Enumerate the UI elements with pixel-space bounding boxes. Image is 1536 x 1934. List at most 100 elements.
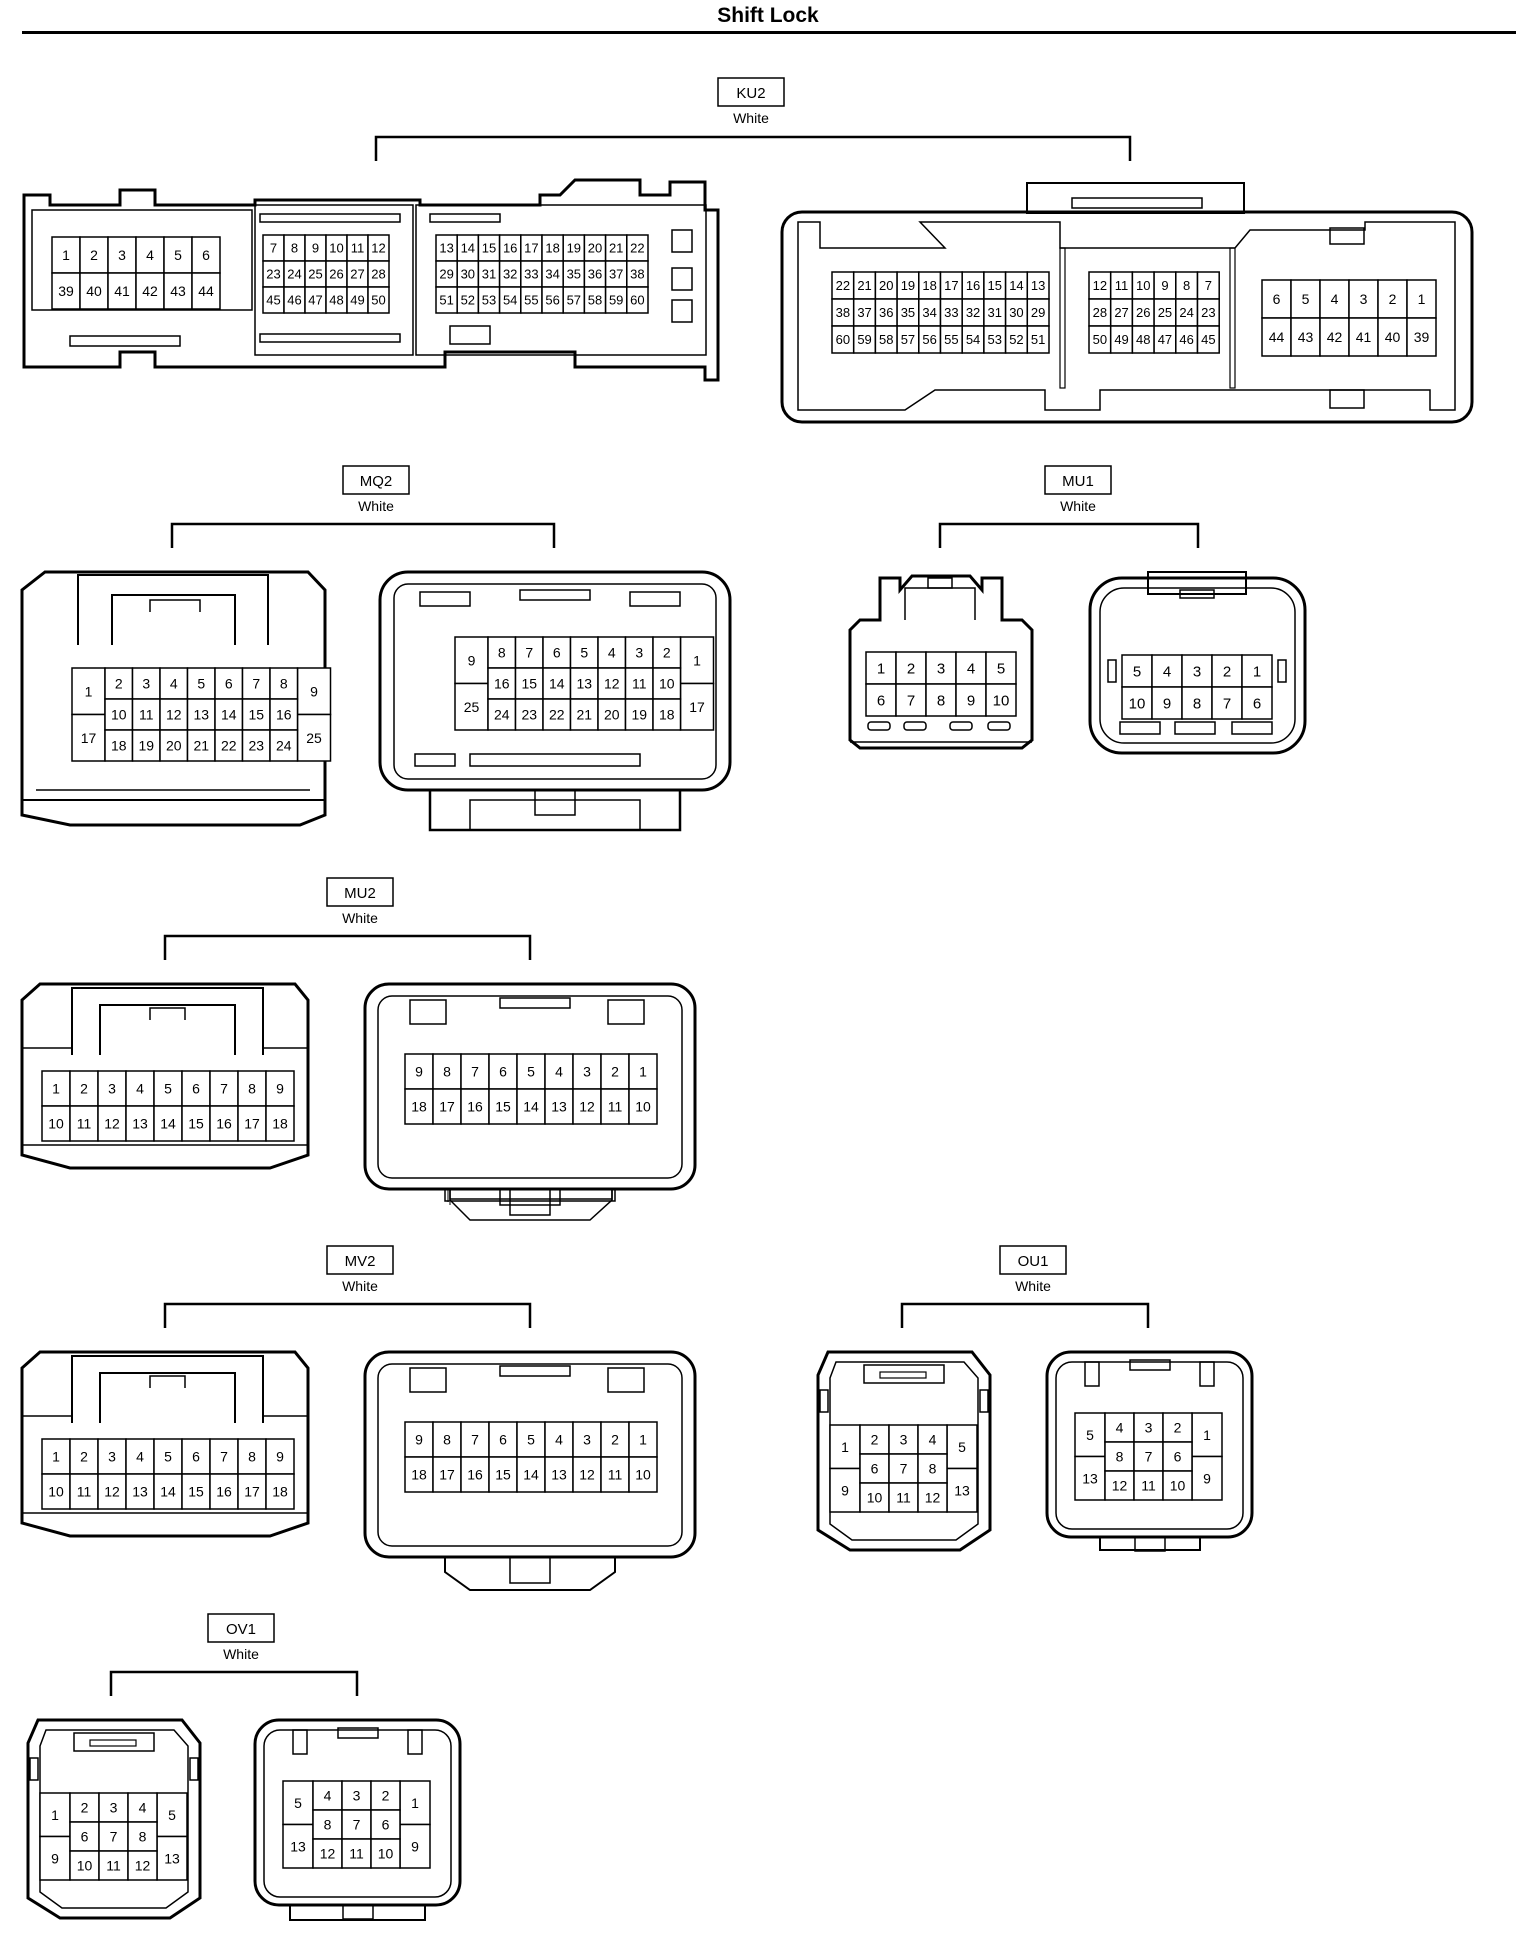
pin-cavity: [569, 698, 599, 731]
pin-number: 23: [266, 267, 280, 282]
pin-cavity: [516, 1456, 546, 1493]
pin-number: 13: [439, 241, 453, 256]
pin-cavity: [628, 1421, 658, 1458]
pin-number: 15: [188, 1116, 204, 1132]
pin-cavity: [269, 698, 299, 731]
pin-cavity: [1151, 654, 1183, 688]
pin-number: 36: [879, 305, 893, 320]
connector-color: White: [1060, 498, 1096, 514]
pin-cavity: [652, 667, 682, 700]
connector-housing: [20, 570, 327, 827]
pin-number: 9: [415, 1432, 423, 1448]
pin-number: 43: [1298, 329, 1314, 345]
pin-number: 18: [411, 1099, 427, 1115]
pin-cavity: [628, 1088, 658, 1125]
pin-cavity: [69, 1438, 99, 1475]
pin-number: 2: [90, 247, 98, 263]
pin-number: 22: [549, 707, 565, 723]
pin-number: 9: [841, 1482, 849, 1498]
pin-number: 16: [966, 278, 980, 293]
pin-number: 6: [499, 1432, 507, 1448]
connector-id: MQ2: [360, 473, 393, 490]
pin-number: 3: [118, 247, 126, 263]
pin-number: 12: [104, 1116, 120, 1132]
pin-number: 5: [197, 676, 205, 692]
pin-number: 17: [439, 1467, 455, 1483]
pin-cavity: [1261, 317, 1292, 357]
pin-number: 16: [276, 707, 292, 723]
pin-number: 16: [494, 676, 510, 692]
pin-cavity: [237, 1473, 267, 1510]
pin-number: 4: [967, 660, 975, 677]
pin-number: 4: [170, 676, 178, 692]
pin-number: 4: [555, 1064, 563, 1080]
pin-number: 6: [1273, 291, 1281, 307]
pin-cavity: [269, 729, 299, 762]
pin-number: 11: [608, 1467, 623, 1483]
pin-number: 8: [1193, 695, 1201, 712]
pin-number: 10: [1136, 278, 1150, 293]
pin-cavity: [516, 1088, 546, 1125]
pin-cavity: [917, 1482, 948, 1513]
pin-number: 15: [521, 676, 537, 692]
pin-number: 13: [551, 1099, 567, 1115]
pin-cavity: [1162, 1470, 1193, 1501]
pin-number: 45: [1201, 332, 1215, 347]
pin-number: 7: [900, 1461, 908, 1477]
pin-number: 13: [551, 1467, 567, 1483]
connector-housing: [20, 982, 310, 1170]
pin-number: 4: [555, 1432, 563, 1448]
view-bracket: [374, 135, 1132, 161]
pin-number: 13: [132, 1116, 148, 1132]
pin-number: 2: [115, 676, 123, 692]
connector-color: White: [223, 1646, 259, 1662]
pin-number: 10: [993, 692, 1010, 709]
pin-number: 6: [871, 1461, 879, 1477]
pin-number: 5: [164, 1449, 172, 1465]
pin-number: 3: [1145, 1420, 1153, 1436]
pin-number: 40: [1385, 329, 1401, 345]
pin-cavity: [544, 1421, 574, 1458]
pin-number: 54: [503, 293, 517, 308]
pin-number: 11: [896, 1490, 911, 1506]
pin-number: 36: [588, 267, 602, 282]
pin-number: 7: [110, 1829, 118, 1845]
pin-number: 13: [193, 707, 209, 723]
view-bracket: [900, 1302, 1150, 1328]
pin-number: 37: [857, 305, 871, 320]
pin-number: 10: [111, 707, 127, 723]
pin-cavity: [432, 1088, 462, 1125]
pin-number: 10: [77, 1858, 93, 1874]
pin-number: 22: [836, 278, 850, 293]
pin-number: 8: [139, 1829, 147, 1845]
pin-cavity: [597, 636, 627, 669]
pin-number: 20: [588, 241, 602, 256]
pin-cavity: [399, 1823, 431, 1869]
pin-number: 34: [922, 305, 936, 320]
pin-number: 17: [244, 1484, 260, 1500]
pin-number: 4: [146, 247, 154, 263]
pin-number: 23: [521, 707, 537, 723]
pin-cavity: [1162, 1441, 1193, 1472]
pin-number: 13: [954, 1482, 970, 1498]
connector-color: White: [342, 910, 378, 926]
pin-number: 6: [81, 1829, 89, 1845]
pin-number: 55: [524, 293, 538, 308]
pin-cavity: [125, 1473, 155, 1510]
view-bracket: [170, 522, 556, 548]
pin-number: 21: [609, 241, 623, 256]
pin-number: 8: [1183, 278, 1190, 293]
pin-cavity: [98, 1850, 129, 1881]
pin-number: 12: [135, 1858, 151, 1874]
pin-number: 5: [164, 1081, 172, 1097]
view-bracket: [109, 1670, 359, 1696]
pin-number: 3: [937, 660, 945, 677]
pin-number: 6: [192, 1449, 200, 1465]
